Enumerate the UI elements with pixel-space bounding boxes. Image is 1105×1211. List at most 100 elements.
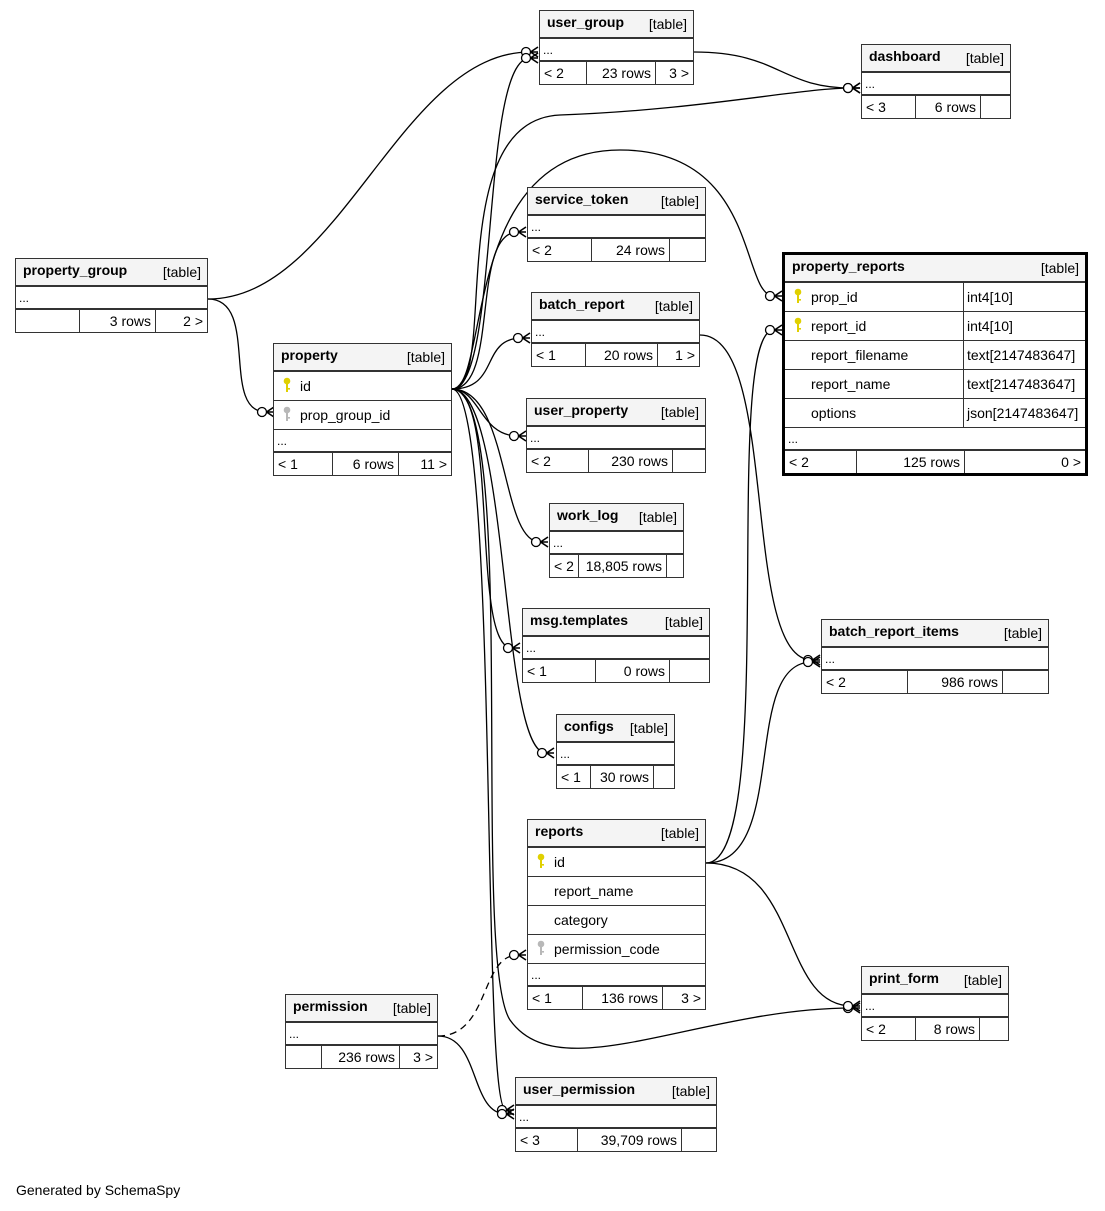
table-header[interactable]: user_property [table] — [527, 399, 705, 427]
column-row[interactable]: options json[2147483647] — [785, 399, 1085, 428]
table-work-log[interactable]: work_log [table] ... < 2 18,805 rows — [549, 503, 684, 578]
table-header[interactable]: user_group [table] — [540, 11, 693, 39]
parent-count-link[interactable]: < 1 — [523, 660, 596, 682]
column-row[interactable]: id — [528, 848, 705, 877]
parent-count-link[interactable]: < 1 — [557, 766, 591, 788]
crows-foot-many-icon — [518, 949, 527, 961]
column-row[interactable]: prop_group_id — [274, 401, 451, 430]
table-footer: < 1 30 rows — [557, 766, 674, 788]
child-count-link[interactable] — [670, 239, 705, 261]
child-count-link[interactable]: 11 > — [420, 456, 447, 472]
parent-count-link[interactable] — [286, 1046, 322, 1068]
table-name[interactable]: user_permission — [523, 1081, 636, 1097]
parent-count-link[interactable]: < 2 — [540, 62, 587, 84]
table-header[interactable]: print_form [table] — [862, 967, 1008, 995]
table-permission[interactable]: permission [table] ... 236 rows 3 > — [285, 994, 438, 1069]
parent-count-link[interactable]: < 2 — [822, 671, 908, 693]
table-header[interactable]: reports [table] — [528, 820, 705, 848]
column-row[interactable]: id — [274, 372, 451, 401]
child-count-link[interactable]: 0 > — [1061, 454, 1081, 470]
child-count-link[interactable]: 3 > — [681, 990, 701, 1006]
child-count-link[interactable] — [1003, 671, 1048, 693]
child-count-link[interactable] — [980, 1018, 1008, 1040]
parent-count-link[interactable]: < 1 — [274, 453, 333, 475]
optional-circle-icon — [764, 324, 776, 336]
table-header[interactable]: permission [table] — [286, 995, 437, 1023]
table-name[interactable]: permission — [293, 998, 368, 1014]
child-count-link[interactable]: 2 > — [183, 313, 203, 329]
table-configs[interactable]: configs [table] ... < 1 30 rows — [556, 714, 675, 789]
column-row[interactable]: prop_id int4[10] — [785, 283, 1085, 312]
parent-count-link[interactable]: < 1 — [528, 987, 583, 1009]
table-header[interactable]: property_group [table] — [16, 259, 207, 287]
child-count-link[interactable]: 3 > — [669, 65, 689, 81]
parent-count-link[interactable]: < 2 — [862, 1018, 916, 1040]
parent-count-link[interactable]: < 1 — [532, 344, 586, 366]
optional-circle-icon — [802, 656, 814, 668]
optional-circle-icon — [508, 226, 520, 238]
more-columns-ellipsis: ... — [523, 637, 709, 660]
table-name[interactable]: print_form — [869, 970, 939, 986]
table-name[interactable]: dashboard — [869, 48, 941, 64]
table-header[interactable]: batch_report [table] — [532, 293, 699, 321]
table-batch-report-items[interactable]: batch_report_items [table] ... < 2 986 r… — [821, 619, 1049, 694]
table-kind: [table] — [671, 1083, 710, 1099]
parent-count-link[interactable]: < 2 — [527, 450, 589, 472]
table-batch-report[interactable]: batch_report [table] ... < 1 20 rows 1 > — [531, 292, 700, 367]
table-print-form[interactable]: print_form [table] ... < 2 8 rows — [861, 966, 1009, 1041]
column-row[interactable]: report_filename text[2147483647] — [785, 341, 1085, 370]
table-name[interactable]: user_group — [547, 14, 625, 30]
table-property[interactable]: property [table] id prop_group_id ... < … — [273, 343, 452, 476]
parent-count-link[interactable]: < 3 — [516, 1129, 578, 1151]
table-name[interactable]: msg.templates — [530, 612, 629, 628]
table-user-permission[interactable]: user_permission [table] ... < 3 39,709 r… — [515, 1077, 717, 1152]
child-count-link[interactable] — [981, 96, 1010, 118]
table-reports[interactable]: reports [table] id report_name category … — [527, 819, 706, 1010]
table-name[interactable]: configs — [564, 718, 614, 734]
parent-count-link[interactable] — [16, 310, 80, 332]
table-header[interactable]: property [table] — [274, 344, 451, 372]
parent-count-link[interactable]: < 3 — [862, 96, 916, 118]
column-row[interactable]: report_name text[2147483647] — [785, 370, 1085, 399]
table-header[interactable]: batch_report_items [table] — [822, 620, 1048, 648]
column-row[interactable]: permission_code — [528, 935, 705, 964]
table-name[interactable]: work_log — [557, 507, 619, 523]
table-header[interactable]: msg.templates [table] — [523, 609, 709, 637]
table-header[interactable]: service_token [table] — [528, 188, 705, 216]
table-user-group[interactable]: user_group [table] ... < 2 23 rows 3 > — [539, 10, 694, 85]
table-header[interactable]: property_reports [table] — [785, 255, 1085, 283]
table-header[interactable]: work_log [table] — [550, 504, 683, 532]
table-name[interactable]: batch_report_items — [829, 623, 959, 639]
table-name[interactable]: property_reports — [792, 258, 905, 274]
table-name[interactable]: batch_report — [539, 296, 625, 312]
table-property-group[interactable]: property_group [table] ... 3 rows 2 > — [15, 258, 208, 333]
child-count-link[interactable] — [670, 660, 709, 682]
table-dashboard[interactable]: dashboard [table] ... < 3 6 rows — [861, 44, 1011, 119]
table-user-property[interactable]: user_property [table] ... < 2 230 rows — [526, 398, 706, 473]
parent-count-link[interactable]: < 2 — [785, 451, 857, 473]
table-header[interactable]: dashboard [table] — [862, 45, 1010, 73]
parent-count-link[interactable]: < 2 — [528, 239, 592, 261]
parent-count-link[interactable]: < 2 — [550, 555, 579, 577]
table-name[interactable]: reports — [535, 823, 584, 839]
table-property-reports[interactable]: property_reports [table] prop_id int4[10… — [782, 252, 1088, 476]
table-kind: [table] — [392, 1000, 431, 1016]
column-row[interactable]: report_id int4[10] — [785, 312, 1085, 341]
column-row[interactable]: category — [528, 906, 705, 935]
table-name[interactable]: service_token — [535, 191, 629, 207]
child-count-link[interactable] — [667, 555, 683, 577]
child-count-link[interactable] — [654, 766, 674, 788]
child-count-link[interactable]: 1 > — [675, 347, 695, 363]
child-count-link[interactable]: 3 > — [413, 1049, 433, 1065]
table-header[interactable]: user_permission [table] — [516, 1078, 716, 1106]
table-service-token[interactable]: service_token [table] ... < 2 24 rows — [527, 187, 706, 262]
table-name[interactable]: user_property — [534, 402, 629, 418]
table-header[interactable]: configs [table] — [557, 715, 674, 743]
table-name[interactable]: property — [281, 347, 338, 363]
table-name[interactable]: property_group — [23, 262, 128, 278]
column-row[interactable]: report_name — [528, 877, 705, 906]
table-msg-templates[interactable]: msg.templates [table] ... < 1 0 rows — [522, 608, 710, 683]
child-count-link[interactable] — [682, 1129, 716, 1151]
column-name: report_filename — [811, 347, 909, 363]
child-count-link[interactable] — [673, 450, 705, 472]
